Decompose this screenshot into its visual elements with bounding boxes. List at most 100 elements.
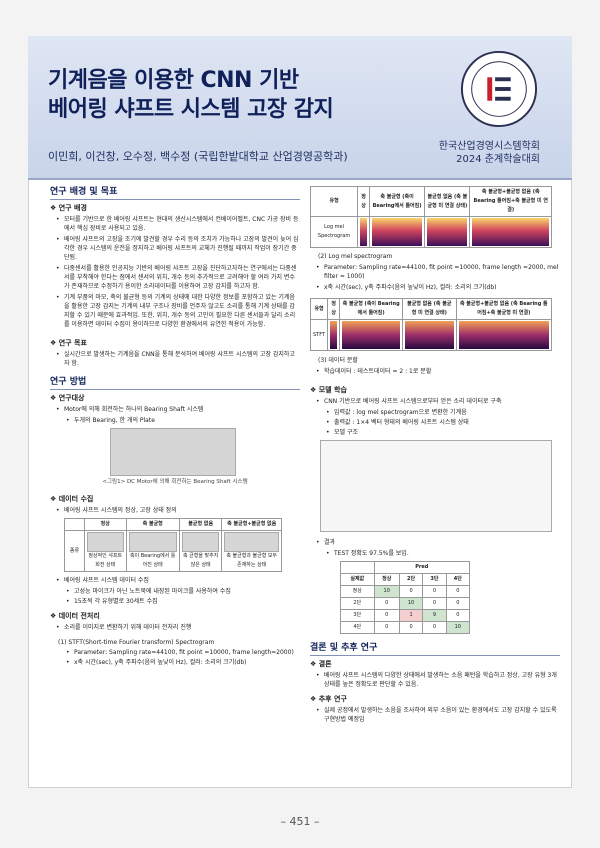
table-cell: 0 [445,597,471,610]
subheading-model: ❖ 모델 학습 [310,386,347,394]
spectrogram-image [402,319,457,351]
table-header [340,561,375,574]
spectrogram-image [339,319,403,351]
mel-title: (2) Log mel spectrogram [318,253,393,260]
bearing-shaft-photo [110,428,236,476]
subheading-future: ❖ 추후 연구 [310,695,347,703]
table-cell: 10 [445,621,471,634]
table-cell: 0 [422,621,447,634]
table-header: 축 불균형+불균형 없음 (축 Bearing 틀어짐+축 불균형 미 연결) [469,186,552,217]
table-cell: 0 [373,621,400,634]
authors: 이민희, 이건창, 오수정, 백수정 (국립한밭대학교 산업경영공학과) [48,150,348,163]
list-item: 결과 [310,538,560,547]
list-item: 베어링 샤프트 시스템 데이터 수집 [50,576,300,585]
table-cell: Log mel Spectrogram [309,216,359,248]
stft-title: (1) STFT(Short-time Fourier transform) S… [58,639,215,646]
table-cell: STFT [309,319,329,351]
spectrogram-image [368,216,426,248]
table-header: 3단 [422,573,447,586]
conference: 한국산업경영시스템학회 2024 춘계학술대회 [439,140,540,166]
conference-line-2: 2024 춘계학술대회 [456,154,540,165]
left-column: 연구 배경 및 목표 ❖ 연구 배경 모터를 기반으로 한 베어링 샤프트는 현… [50,186,300,668]
table-cell: 축 불균형과 불균형 모두 존재하는 상태 [221,530,282,572]
split-title: (3) 데이터 분할 [318,357,358,364]
table-header: 정상 [327,298,341,320]
table-header [64,518,85,531]
list-item: 베어링 샤프트 시스템의 다양한 상태에서 발생하는 소음 패턴을 학습하고 정… [310,671,560,689]
list-item: 기계 부품의 마모, 축의 불균형 등의 기계의 상태에 대한 다양한 정보를 … [50,293,300,329]
spectrogram-table-mel: 유형 정상 축 불균형 (축이 Bearing에서 틀어짐) 불균형 없음 (축… [309,186,552,248]
subheading-target: ❖ 연구대상 [50,394,85,402]
table-cell: 축 균형을 맞추지 않은 상태 [178,530,223,572]
poster-title: 기계음을 이용한 CNN 기반 베어링 샤프트 시스템 고장 감지 [48,66,334,124]
list-item: 학습데이터 : 테스트데이터 = 2 : 1로 분할 [310,367,560,376]
table-cell: 4단 [340,621,375,634]
table-cell: 9 [422,609,447,622]
spectrogram-table-stft: 유형 정상 축 불균형 (축이 Bearing에서 틀어짐) 불균형 없음 (축… [309,298,553,351]
list-item: 실제 공정에서 발생하는 소음을 조사하여 외부 소음이 있는 환경에서도 고장… [310,706,560,724]
table-cell: 1 [398,609,424,622]
table-cell: 0 [373,609,400,622]
subheading-preprocessing: ❖ 데이터 전처리 [50,612,100,620]
list-item: TEST 정확도 97.5%를 보임. [310,549,560,558]
state-caption: 축이 Bearing에서 틀어진 상태 [129,553,176,568]
list-item: 다중센서를 활용한 인공지능 기반의 베어링 샤프트 고장을 진단하고자하는 연… [50,264,300,291]
section-heading-background: 연구 배경 및 목표 [50,188,300,200]
table-header: 유형 [309,298,329,320]
table-cell: 2단 [340,597,375,610]
figure-caption: <그림1> DC Motor에 의해 회전하는 Bearing Shaft 시스… [102,479,248,485]
section-heading-conclusion: 결론 및 추후 연구 [310,644,560,656]
table-header: Pred [373,561,471,574]
table-header: 불균형 없음 (축 불균형 미 연결 상태) [424,186,471,217]
table-cell: 0 [398,585,424,598]
title-line-1: 기계음을 이용한 CNN 기반 [48,68,299,93]
list-item: 모터를 기반으로 한 베어링 샤프트는 현대의 생산시스템에서 컨베이어벨트, … [50,215,300,233]
list-item: x축 시간(sec), y축 주파수(음의 높낮이 Hz), 컬러: 소리의 크… [310,283,560,292]
spectrogram-image [327,319,341,351]
list-item: 입력값 : log mel spectrogram으로 변환한 기계음 [310,408,560,417]
subheading-conclusion: ❖ 결론 [310,660,332,668]
list-item: 모델 구조 [310,428,560,437]
right-column: 유형 정상 축 불균형 (축이 Bearing에서 틀어짐) 불균형 없음 (축… [309,186,560,726]
table-header: 축 불균형 (축이 Bearing에서 틀어짐) [339,298,403,320]
table-cell: 3단 [340,609,375,622]
list-item: 베어링 샤프트의 고장을 조기에 발견할 경우 수리 등의 조치가 가능하나 고… [50,235,300,262]
list-item: 실시간으로 발생하는 기계음을 CNN을 통해 분석하여 베어링 샤프트 시스템… [50,350,300,368]
list-item: x축 시간(sec), y축 주파수(음의 높낮이 Hz), 컬러: 소리의 크… [50,658,300,667]
list-item: Parameter: Sampling rate=44100, fit poin… [310,263,560,281]
list-item: Parameter: Sampling rate=44100, fit poin… [50,648,300,657]
table-header: 2단 [398,573,424,586]
title-line-2: 베어링 샤프트 시스템 고장 감지 [48,97,334,122]
table-header: 정상 [373,573,400,586]
table-cell: 0 [422,585,447,598]
spectrogram-image [357,216,370,248]
list-item: Motor에 의해 회전하는 하나의 Bearing Shaft 시스템 [50,405,300,414]
table-cell: 0 [445,609,471,622]
table-header: 축 불균형 (축이 Bearing에서 틀어짐) [368,186,426,217]
table-cell: 10 [373,585,400,598]
spectrogram-image [424,216,471,248]
list-item: 출력값 : 1×4 벡터 형태의 베어링 샤프트 시스템 상태 [310,418,560,427]
table-header: 축 불균형+불균형 없음 (축 Bearing 틀어짐+축 불균형 미 연결) [455,298,553,320]
state-caption: 축 불균형과 불균형 모두 존재하는 상태 [226,553,278,568]
table-cell: 종류 [64,530,85,572]
table-header: 불균형 없음 (축 불균형 미 연결 상태) [402,298,457,320]
subheading-background: ❖ 연구 배경 [50,204,87,212]
section-heading-method: 연구 방법 [50,378,300,390]
table-header: 4단 [445,573,471,586]
page-number: – 451 – [280,815,320,828]
confusion-matrix: Pred 실제값 정상 2단 3단 4단 정상 10 0 0 0 2단 0 10… [340,561,471,634]
table-header: 유형 [309,186,359,217]
list-item: 두개의 Bearing, 한 개의 Plate [50,416,300,425]
spectrogram-image [455,319,553,351]
state-caption: 정상적인 샤프트 회전 상태 [88,553,123,568]
table-header: 축 불균형 [125,518,180,531]
conference-line-1: 한국산업경영시스템학회 [438,141,540,152]
list-item: 베어링 샤프트 시스템의 정상, 고장 상태 정의 [50,506,300,515]
list-item: 고성능 마이크가 아닌 노트북에 내장된 마이크를 사용하여 수집 [50,587,300,596]
spectrogram-image [469,216,552,248]
table-header: 정상 [84,518,127,531]
table-cell: 0 [373,597,400,610]
list-item: CNN 기반으로 베어링 샤프트 시스템으로부터 얻은 소리 데이터로 구축 [310,397,560,406]
table-cell: 정상적인 샤프트 회전 상태 [84,530,127,572]
